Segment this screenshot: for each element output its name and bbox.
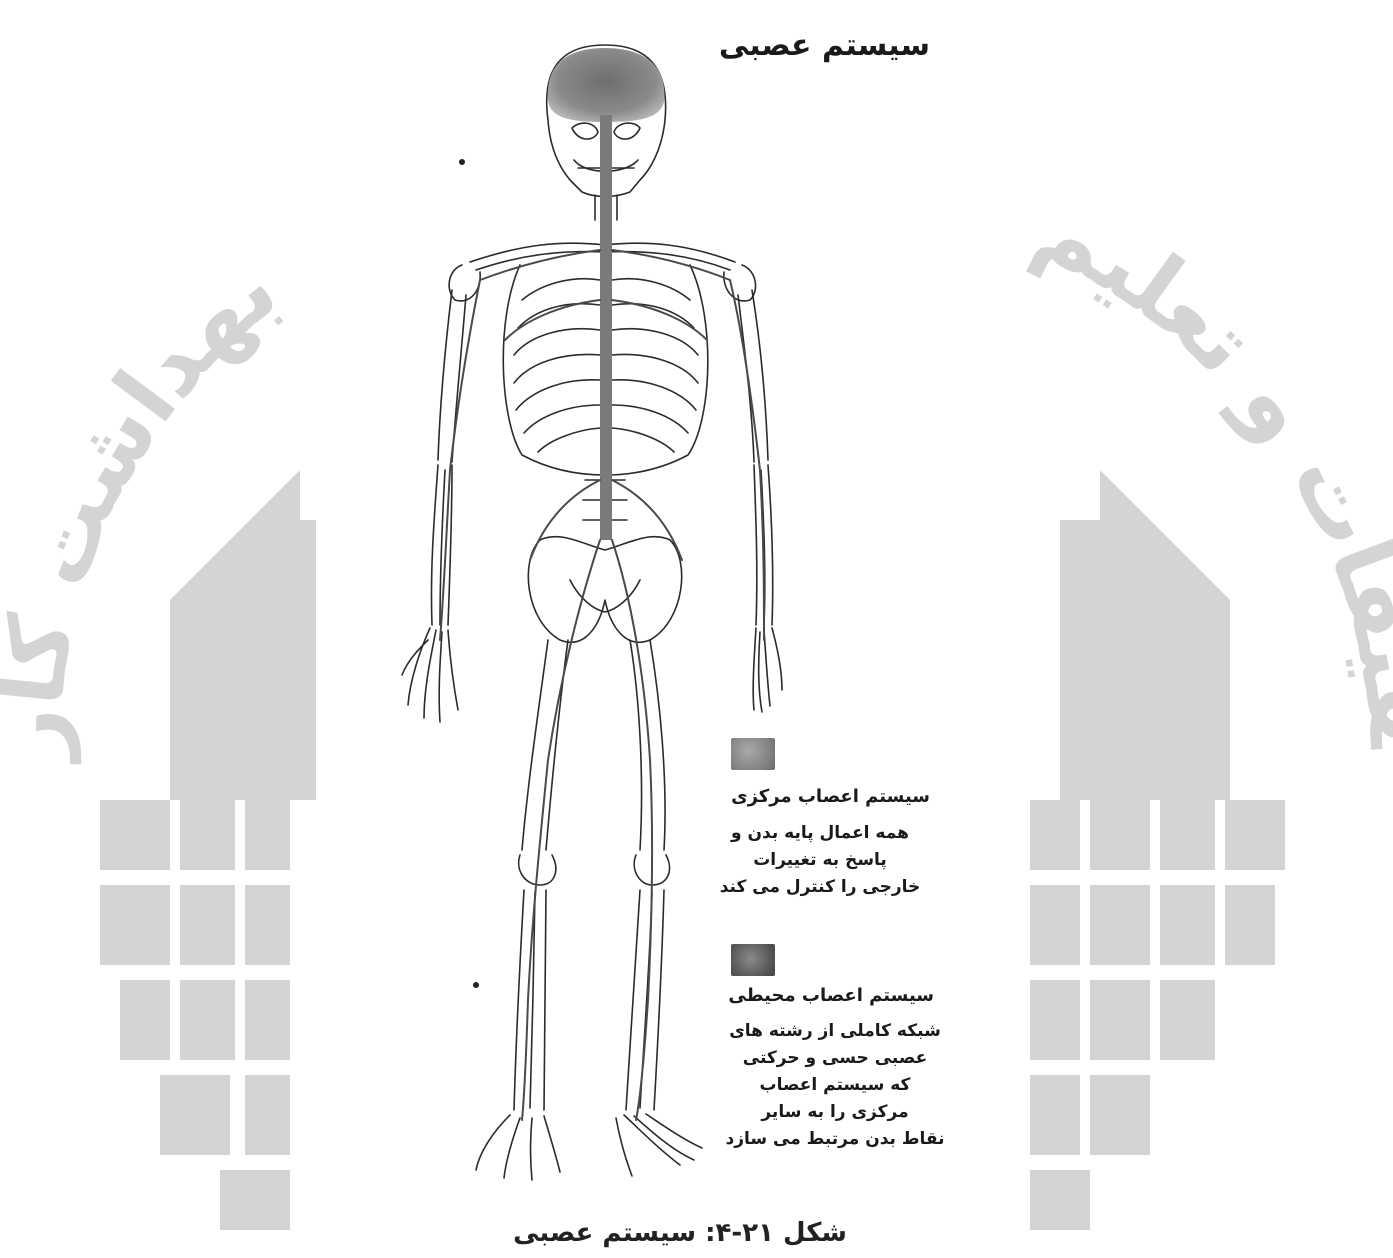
cns-legend-line: پاسخ به تغییرات <box>690 847 950 874</box>
pns-legend-line: که سیستم اعصاب <box>700 1072 970 1099</box>
right-upper-arm <box>752 290 768 460</box>
left-hand <box>402 628 458 722</box>
cns-legend-heading: سیستم اعصاب مرکزی <box>690 786 930 807</box>
pns-legend-line: عصبی حسی و حرکتی <box>700 1045 970 1072</box>
pns-legend-heading: سیستم اعصاب محیطی <box>690 985 934 1006</box>
cns-legend-swatch <box>731 738 775 770</box>
figure-title: سیستم عصبی <box>700 28 930 63</box>
figure-caption: شکل ۲۱-۴: سیستم عصبی <box>480 1218 880 1248</box>
right-hand <box>753 628 782 712</box>
pns-legend-line: شبکه کاملی از رشته های <box>700 1018 970 1045</box>
right-foot <box>616 1114 702 1176</box>
brain <box>548 48 665 122</box>
pns-legend-description: شبکه کاملی از رشته های عصبی حسی و حرکتی … <box>700 1018 970 1153</box>
left-upper-arm <box>438 290 452 460</box>
watermark-left-text: تحقیقات و بهداشت کار <box>0 0 321 765</box>
pns-legend-line: مرکزی را به سایر <box>700 1099 970 1126</box>
right-tibia <box>626 890 640 1110</box>
cns-legend-line: خارجی را کنترل می کند <box>690 874 950 901</box>
pelvis <box>528 537 681 643</box>
left-femur <box>522 640 548 850</box>
left-foot <box>476 1115 560 1180</box>
right-forearm <box>768 465 773 625</box>
pns-legend-line: نقاط بدن مرتبط می سازد <box>700 1126 970 1153</box>
cns-legend-line: همه اعمال پایه بدن و <box>690 820 950 847</box>
spinal-cord <box>600 115 612 540</box>
left-forearm <box>431 465 438 625</box>
cns-legend-description: همه اعمال پایه بدن و پاسخ به تغییرات خار… <box>690 820 950 901</box>
left-tibia <box>514 890 524 1110</box>
pns-legend-swatch <box>731 944 775 976</box>
